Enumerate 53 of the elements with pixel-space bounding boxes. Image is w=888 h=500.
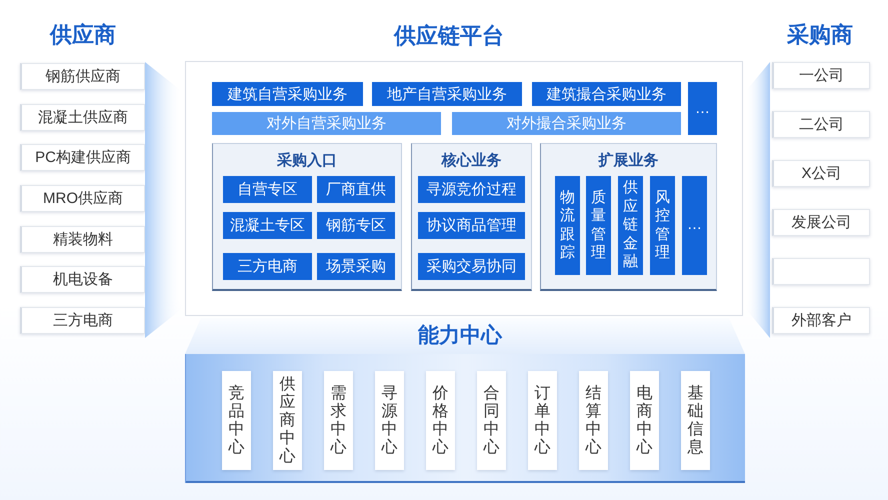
list-box: 精装物料 [20,226,145,253]
list-box: 混凝土供应商 [20,104,145,131]
business-box: 建筑撮合采购业务 [532,82,681,106]
vertical-box: 质量管理 [586,176,611,275]
business-box: 对外撮合采购业务 [452,112,681,135]
list-box: X公司 [772,160,870,187]
vertical-box: 需求中心 [324,371,353,470]
list-box: 钢筋供应商 [20,63,145,90]
list-box: 一公司 [772,62,870,89]
vertical-box: 价格中心 [426,371,455,470]
empty-box [772,258,870,285]
section-heading: 供应链平台 [392,22,505,50]
vertical-box: … [682,176,707,275]
business-box: 钢筋专区 [317,212,395,239]
vertical-box: 合同中心 [477,371,506,470]
panel [212,143,402,291]
business-box: 三方电商 [223,253,312,280]
vertical-box: 结算中心 [579,371,608,470]
column-heading: 供应商 [48,21,117,49]
vertical-box: 寻源中心 [375,371,404,470]
business-box: 厂商直供 [317,176,395,203]
vertical-box: 订单中心 [528,371,557,470]
list-box: 外部客户 [772,307,870,334]
business-box: 协议商品管理 [418,212,525,239]
panel-heading: 扩展业务 [597,151,660,171]
vertical-box: 竞品中心 [222,371,251,470]
list-box: 发展公司 [772,209,870,236]
business-box: 混凝土专区 [223,212,312,239]
business-box: 对外自营采购业务 [212,112,441,135]
panel [411,143,532,291]
business-box: 采购交易协同 [418,253,525,280]
list-box: 机电设备 [20,266,145,293]
column-heading: 采购商 [786,21,854,49]
vertical-box: 基础信息 [681,371,710,470]
business-box: 场景采购 [317,253,395,280]
list-box: PC构建供应商 [20,144,145,171]
list-box: MRO供应商 [20,185,145,212]
business-box: 建筑自营采购业务 [212,82,363,106]
business-box: … [688,82,717,135]
vertical-box: 供应商中心 [273,371,302,470]
vertical-box: 物流跟踪 [555,176,580,275]
vertical-box: 风控管理 [650,176,675,275]
panel [540,143,717,291]
list-box: 二公司 [772,111,870,138]
business-box: 地产自营采购业务 [372,82,522,106]
list-box: 三方电商 [20,307,145,334]
panel-heading: 核心业务 [440,151,502,171]
vertical-box: 供应链金融 [618,176,643,275]
panel-heading: 采购入口 [276,151,338,171]
vertical-box: 电商中心 [630,371,659,470]
business-box: 自营专区 [223,176,312,203]
business-box: 寻源竞价过程 [418,176,525,203]
section-heading: 能力中心 [417,322,504,349]
